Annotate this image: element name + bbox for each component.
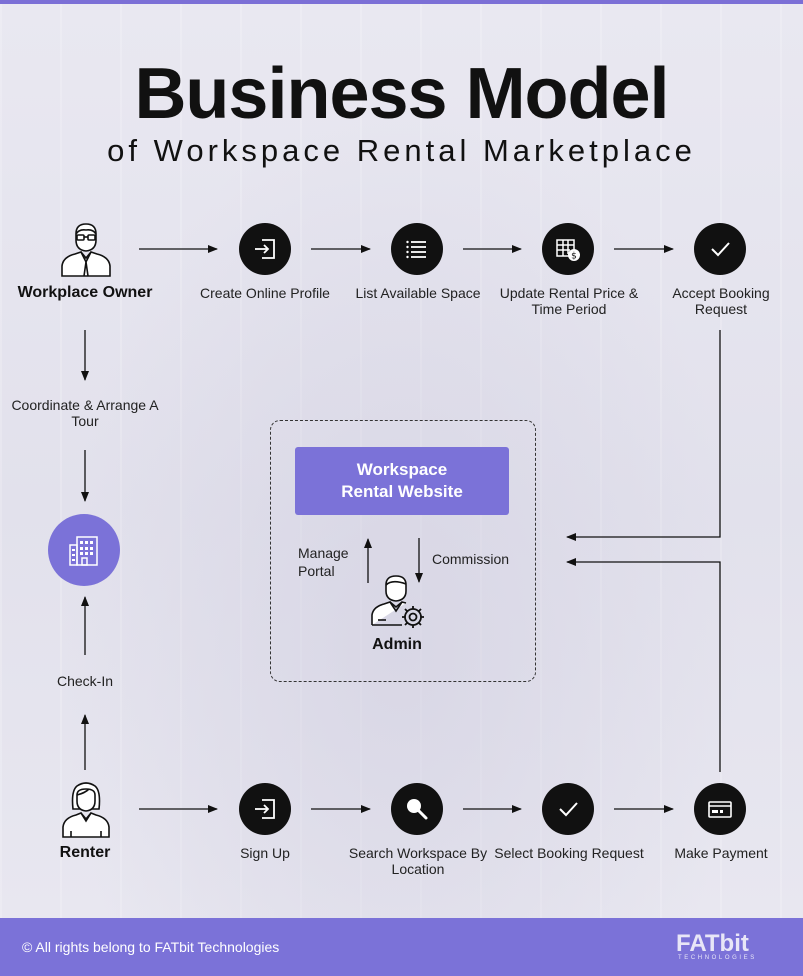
search-icon: [407, 799, 428, 820]
owner-person-icon: [61, 223, 111, 277]
manage-portal-label: Manage Portal: [298, 544, 349, 580]
logo-sub-text: TECHNOLOGIES: [678, 955, 757, 961]
logo-main-text: FATbit: [676, 930, 749, 957]
arrow-payment-to-website: [566, 558, 721, 772]
manage-portal-line2: Portal: [298, 563, 335, 579]
arrow-accept-to-website: [566, 330, 721, 541]
building-icon: [69, 536, 98, 566]
update-price-step-icon: $: [542, 223, 594, 275]
fatbit-logo: FATbit TECHNOLOGIES: [676, 930, 786, 964]
page-title: Business Model: [134, 54, 669, 134]
coordinate-tour-label: Coordinate & Arrange A Tour: [11, 397, 159, 429]
payment-label: Make Payment: [674, 845, 768, 861]
platform-panel: [270, 420, 536, 682]
admin-label: Admin: [372, 636, 422, 653]
check-icon: [711, 242, 730, 257]
update-price-label: Update Rental Price & Time Period: [499, 285, 639, 317]
accept-booking-step-icon: [694, 223, 746, 275]
select-booking-step-icon: [542, 783, 594, 835]
check-in-label: Check-In: [56, 673, 114, 689]
create-profile-label: Create Online Profile: [200, 285, 330, 301]
page-subtitle: of Workspace Rental Marketplace: [107, 133, 696, 168]
admin-person-icon: [371, 575, 424, 628]
top-accent-bar: [0, 0, 803, 4]
owner-label: Workplace Owner: [17, 284, 153, 301]
sign-up-label: Sign Up: [240, 845, 290, 861]
website-box: Workspace Rental Website: [295, 447, 509, 515]
price-calendar-icon: $: [556, 239, 580, 262]
check-icon: [559, 802, 578, 817]
footer: [0, 918, 803, 976]
payment-step-icon: [694, 783, 746, 835]
footer-copyright: © All rights belong to FATbit Technologi…: [22, 939, 280, 955]
renter-label: Renter: [59, 844, 111, 861]
accept-booking-label: Accept Booking Request: [672, 285, 770, 317]
website-line1: Workspace: [356, 460, 448, 479]
website-line2: Rental Website: [341, 482, 463, 501]
sign-in-icon: [255, 239, 275, 259]
sign-up-step-icon: [239, 783, 291, 835]
search-label: Search Workspace By Location: [348, 845, 488, 877]
list-space-step-icon: [391, 223, 443, 275]
select-booking-label: Select Booking Request: [494, 845, 644, 861]
sign-in-icon: [255, 799, 275, 819]
workspace-building: [48, 514, 120, 586]
credit-card-icon: [708, 801, 732, 818]
manage-portal-line1: Manage: [298, 545, 349, 561]
list-space-label: List Available Space: [355, 285, 481, 301]
svg-text:$: $: [571, 252, 577, 262]
search-step-icon: [391, 783, 443, 835]
create-profile-step-icon: [239, 223, 291, 275]
list-icon: [406, 240, 426, 259]
commission-label: Commission: [432, 551, 510, 567]
renter-person-icon: [62, 782, 110, 838]
